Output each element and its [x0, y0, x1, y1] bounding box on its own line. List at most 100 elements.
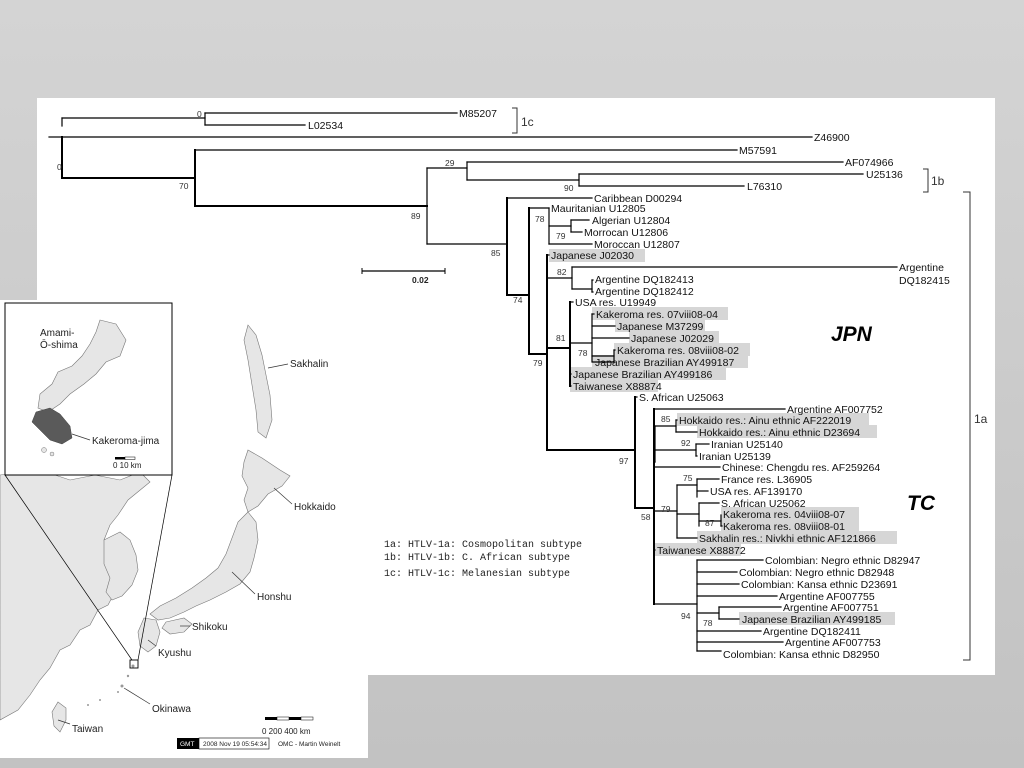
bootstrap-78-colombian: 78	[703, 618, 713, 628]
highlight-japanese-brazilian-ay499187	[592, 355, 748, 368]
gmt-timestamp: GMT 2008 Nov 19 05:54:34 OMC - Martin We…	[177, 737, 341, 750]
taiwan-island	[51, 701, 67, 733]
leaf-labels: M85207 L02534 Z46900 M57591 AF074966 U25…	[308, 108, 950, 661]
scale-bar: 0.02	[361, 268, 446, 285]
leaf-caribbean-d00294: Caribbean D00294	[594, 193, 682, 205]
highlight-japanese-j02029	[629, 331, 719, 344]
leaf-argentine-af007752: Argentine AF007752	[787, 404, 883, 416]
label-amami-line1: Amami-	[40, 328, 74, 339]
highlight-kakeroma-08viii08-02	[614, 343, 750, 356]
label-taiwan: Taiwan	[72, 724, 103, 735]
clade-brackets	[512, 107, 971, 661]
amami-location-box	[129, 659, 139, 669]
ryukyu-islands	[87, 664, 135, 706]
bootstrap-92: 92	[681, 438, 691, 448]
leaf-taiwanese-x88874: Taiwanese X88874	[573, 381, 662, 393]
highlight-sakhalin-af121866	[697, 531, 897, 544]
leaf-argentine-dq182412: Argentine DQ182412	[595, 286, 694, 298]
leaf-u25136: U25136	[866, 169, 903, 181]
bootstrap-90: 90	[564, 183, 574, 193]
highlight-kakeroma-07viii08-04	[592, 307, 728, 320]
leaf-kakeroma-08viii08-01: Kakeroma res. 08viii08-01	[723, 521, 845, 533]
highlight-kakeroma-08viii08-01	[721, 519, 859, 532]
leaf-m57591: M57591	[739, 145, 777, 157]
main-scale-label: 0 200 400 km	[262, 727, 311, 736]
leaf-sakhalin-af121866: Sakhalin res.: Nivkhi ethnic AF121866	[699, 533, 876, 545]
label-okinawa: Okinawa	[152, 704, 191, 715]
legend-item-1c: 1c: HTLV-1c: Melanesian subtype	[384, 568, 570, 580]
bootstrap-87: 87	[705, 518, 715, 528]
leaf-argentine-dq182413: Argentine DQ182413	[595, 274, 694, 286]
leaf-moroccan-u12807: Moroccan U12807	[594, 239, 680, 251]
leaf-s-african-u25062: S. African U25062	[721, 498, 806, 510]
hokkaido-island	[241, 449, 291, 513]
bootstrap-29: 29	[445, 158, 455, 168]
label-kakeroma-jima: Kakeroma-jima	[92, 436, 160, 447]
bootstrap-75: 75	[683, 473, 693, 483]
sample-highlights	[549, 249, 897, 625]
korean-peninsula	[103, 531, 139, 601]
kakeroma-jima-island	[31, 407, 73, 445]
leaf-colombian-d82950: Colombian: Kansa ethnic D82950	[723, 649, 880, 661]
clade-label-1c: 1c	[521, 115, 534, 129]
highlight-japanese-brazilian-ay499186	[570, 367, 726, 380]
bootstrap-97: 97	[619, 456, 629, 466]
leaf-japanese-brazilian-ay499187: Japanese Brazilian AY499187	[595, 357, 734, 369]
bootstrap-79-algerian: 79	[556, 231, 566, 241]
leaf-mauritanian-u12805: Mauritanian U12805	[551, 203, 646, 215]
leaf-l76310: L76310	[747, 181, 782, 193]
honshu-island	[149, 511, 259, 621]
gmt-date: 2008 Nov 19 05:54:34	[203, 741, 267, 748]
bootstrap-values: 0 0 70 29 90 89 85 78 79 82 74 81 78 79 …	[57, 109, 715, 628]
bootstrap-74: 74	[513, 295, 523, 305]
shikoku-island	[161, 617, 193, 635]
leaf-iranian-u25139: Iranian U25139	[699, 451, 771, 463]
leaf-iranian-u25140: Iranian U25140	[711, 439, 783, 451]
leaf-argentine-dq182415-line1: Argentine	[899, 262, 944, 274]
japan-map: 0 10 km Amami- Ō-shima Kakeroma-jima Sak…	[0, 300, 368, 758]
leaf-argentine-dq182411: Argentine DQ182411	[763, 626, 861, 638]
bootstrap-78-mauritanian: 78	[535, 214, 545, 224]
bootstrap-78-japanese-brazilian: 78	[578, 348, 588, 358]
leaf-taiwanese-x88872: Taiwanese X88872	[657, 545, 746, 557]
leaf-france-l36905: France res. L36905	[721, 474, 812, 486]
gmt-tag: GMT	[180, 741, 194, 748]
leaf-kakeroma-07viii08-04: Kakeroma res. 07viii08-04	[596, 309, 718, 321]
scale-bar-label: 0.02	[412, 275, 429, 285]
highlight-taiwanese-x88872	[655, 543, 741, 556]
leaf-z46900: Z46900	[814, 132, 850, 144]
leaf-hokkaido-d23694: Hokkaido res.: Ainu ethnic D23694	[699, 427, 860, 439]
bootstrap-0-top: 0	[197, 109, 202, 119]
highlight-hokkaido-d23694	[697, 425, 877, 438]
bootstrap-82: 82	[557, 267, 567, 277]
highlight-japanese-m37299	[615, 319, 705, 332]
leaf-japanese-brazilian-ay499186: Japanese Brazilian AY499186	[573, 369, 712, 381]
bootstrap-0-root: 0	[57, 162, 62, 172]
highlight-japanese-j02030	[549, 249, 645, 262]
phylogenetic-tree: 0.02 M85207 L02534 Z46900 M57591 AF07496…	[48, 107, 988, 661]
leaf-l02534: L02534	[308, 120, 343, 132]
kyushu-island	[137, 617, 161, 653]
bootstrap-70: 70	[179, 181, 189, 191]
leaf-kakeroma-04viii08-07: Kakeroma res. 04viii08-07	[723, 509, 845, 521]
legend-item-1a: 1a: HTLV-1a: Cosmopolitan subtype	[384, 539, 582, 551]
amami-inset: 0 10 km Amami- Ō-shima Kakeroma-jima	[4, 302, 173, 476]
label-sakhalin: Sakhalin	[290, 359, 328, 370]
highlight-hokkaido-af222019	[677, 413, 869, 426]
leaf-hokkaido-af222019: Hokkaido res.: Ainu ethnic AF222019	[679, 415, 851, 427]
map-credit: OMC - Martin Weinelt	[278, 741, 341, 748]
bootstrap-85-1a: 85	[491, 248, 501, 258]
leaf-algerian-u12804: Algerian U12804	[592, 215, 670, 227]
group-label-tc: TC	[907, 492, 936, 515]
sakhalin-island	[243, 324, 273, 439]
map-scale: 0 200 400 km	[262, 716, 314, 736]
highlight-taiwanese-x88874	[570, 379, 658, 392]
leaf-japanese-j02029: Japanese J02029	[631, 333, 714, 345]
bootstrap-85-hokkaido: 85	[661, 414, 671, 424]
bootstrap-94: 94	[681, 611, 691, 621]
leaf-colombian-d82947: Colombian: Negro ethnic D82947	[765, 555, 920, 567]
leaf-af074966: AF074966	[845, 157, 894, 169]
leaf-japanese-m37299: Japanese M37299	[617, 321, 704, 333]
legend-item-1b: 1b: HTLV-1b: C. African subtype	[384, 552, 570, 564]
leaf-japanese-brazilian-ay499185: Japanese Brazilian AY499185	[742, 614, 881, 626]
